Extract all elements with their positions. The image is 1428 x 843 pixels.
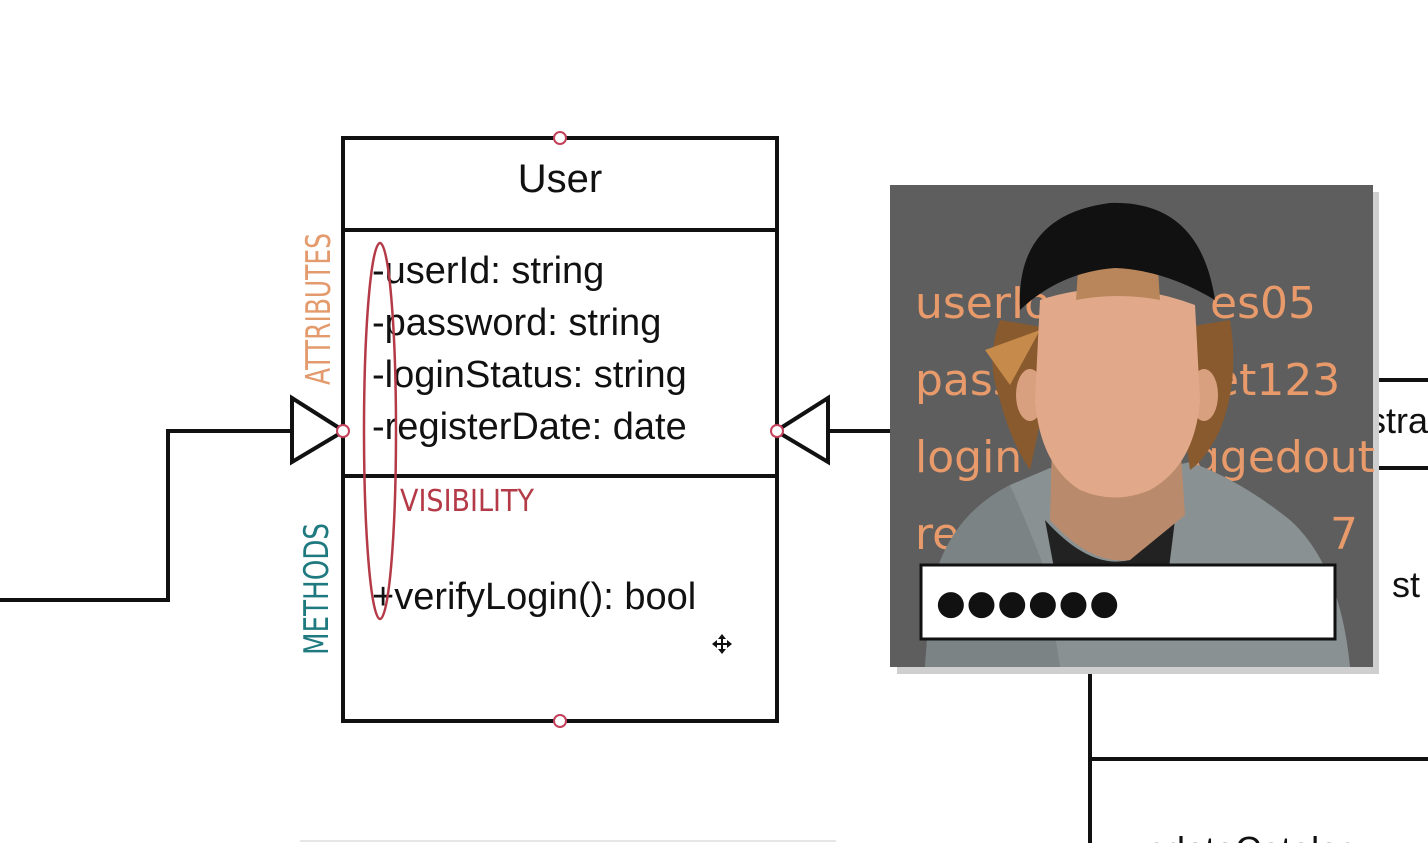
user-credentials-illustration: userIo es05 pass et123 login ggedout re …	[890, 185, 1379, 674]
method-verify-login: +verifyLogin(): bool	[372, 576, 696, 618]
password-mask: ●●●●●●	[936, 583, 1120, 623]
attributes-label: ATTRIBUTES	[299, 233, 339, 385]
overlay-value-login-status-suffix: ggedout	[1192, 432, 1375, 483]
class-outline	[341, 136, 779, 723]
class-name: User	[518, 157, 602, 201]
top-resize-handle[interactable]	[553, 131, 567, 145]
bottom-resize-handle[interactable]	[553, 714, 567, 728]
attribute-user-id: -userId: string	[372, 250, 604, 292]
left-inheritance-line	[0, 429, 292, 602]
overlay-value-register-suffix: 7	[1330, 509, 1358, 560]
left-resize-handle[interactable]	[336, 424, 350, 438]
left-inheritance-arrowhead	[290, 394, 348, 466]
attribute-password: -password: string	[372, 302, 661, 344]
partial-right-text-2: : st	[1372, 564, 1420, 605]
attribute-register-date: -registerDate: date	[372, 406, 687, 448]
overlay-value-password-suffix: et123	[1212, 355, 1340, 406]
visibility-highlight-ellipse	[362, 241, 398, 621]
user-class-box[interactable]: User -userId: string -password: string -…	[336, 131, 784, 728]
visibility-label: VISIBILITY	[400, 484, 535, 519]
password-input	[919, 563, 1337, 641]
attribute-login-status: -loginStatus: string	[372, 354, 687, 396]
right-inheritance-arrowhead	[772, 394, 830, 466]
right-resize-handle[interactable]	[770, 424, 784, 438]
move-cursor-icon	[712, 634, 732, 654]
overlay-value-login-status: login	[915, 432, 1022, 483]
methods-label: METHODS	[297, 523, 337, 655]
bottom-class-partial-text: updateCatalog	[1125, 829, 1359, 843]
